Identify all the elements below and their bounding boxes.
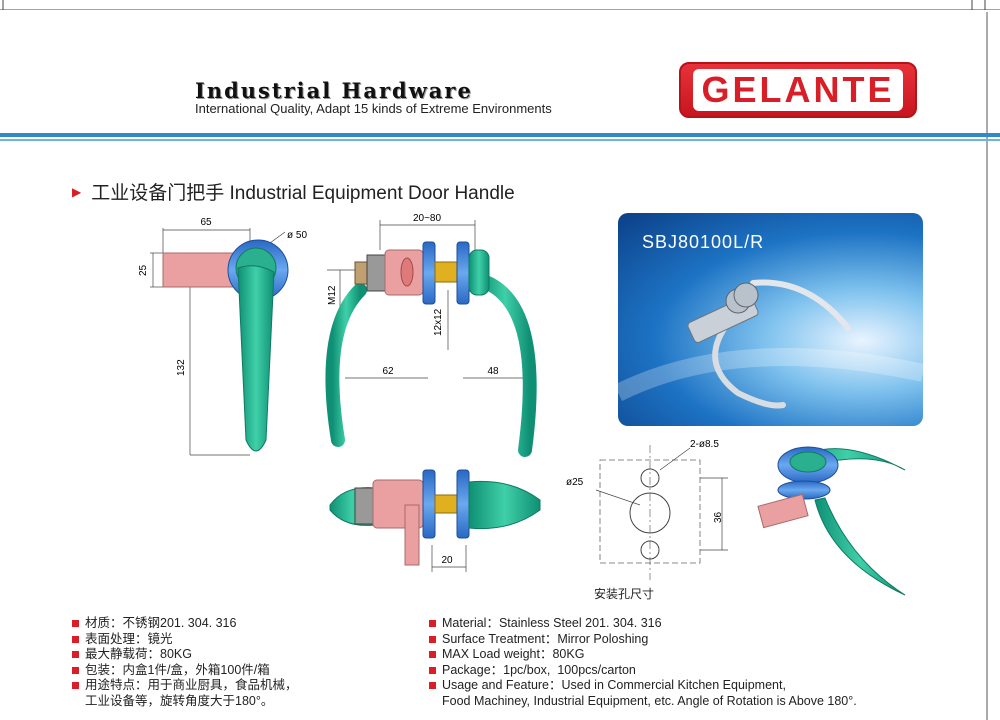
- list-item: 材质：不锈钢201. 304. 316: [72, 616, 298, 632]
- dim-square-label: 12x12: [433, 308, 444, 336]
- header-title: Industrial Hardware: [195, 78, 473, 103]
- dim-offset-label: 20: [441, 555, 453, 566]
- dim-width-label: 65: [200, 217, 212, 228]
- header-rule: [0, 133, 1000, 137]
- list-item: Package：1pc/box, 100pcs/carton: [429, 663, 857, 679]
- header-subtitle: International Quality, Adapt 15 kinds of…: [195, 101, 552, 116]
- list-item: 最大静载荷：80KG: [72, 647, 298, 663]
- mounting-hole-drawing: 2-ø8.5 ø25 36: [566, 439, 728, 580]
- dim-gap-label: 20~80: [413, 213, 442, 224]
- brand-logo: GELANTE: [679, 62, 917, 118]
- crop-line-right: [986, 12, 988, 720]
- dim-right-label: 48: [487, 366, 499, 377]
- red-square-bullet-icon: [72, 666, 79, 674]
- dim-holes-label: 2-ø8.5: [690, 439, 719, 450]
- dim-spacing-label: 36: [713, 511, 724, 523]
- photo-model-label: SBJ80100L/R: [642, 232, 765, 252]
- list-item: Material：Stainless Steel 201. 304. 316: [429, 616, 857, 632]
- list-item: Surface Treatment：Mirror Poloshing: [429, 632, 857, 648]
- list-item: MAX Load weight：80KG: [429, 647, 857, 663]
- red-square-bullet-icon: [429, 682, 436, 690]
- list-item: 包装：内盒1件/盒，外箱100件/箱: [72, 663, 298, 679]
- list-item: 用途特点：用于商业厨具，食品机械， 工业设备等，旋转角度大于180°。: [72, 678, 298, 709]
- dim-center-diameter-label: ø25: [566, 477, 584, 488]
- dim-height-label: 25: [138, 264, 149, 276]
- red-square-bullet-icon: [429, 620, 436, 627]
- bottom-view-drawing: 20: [329, 469, 541, 572]
- section-title-text: 工业设备门把手 Industrial Equipment Door Handle: [91, 183, 515, 204]
- red-square-bullet-icon: [72, 651, 79, 659]
- header-rule-thin: [0, 139, 1000, 141]
- red-square-bullet-icon: [72, 620, 79, 627]
- product-photo: [618, 213, 923, 426]
- handle-3d-render: [757, 446, 906, 596]
- red-square-bullet-icon: [429, 651, 436, 659]
- dim-diameter-label: ø 50: [287, 230, 307, 241]
- section-title: ▶ 工业设备门把手 Industrial Equipment Door Handl…: [72, 178, 515, 205]
- specs-chinese-list: 材质：不锈钢201. 304. 316 表面处理：镜光 最大静载荷：80KG 包…: [72, 616, 298, 710]
- crop-marks: [0, 0, 1000, 10]
- list-item: Usage and Feature：Used in Commercial Kit…: [429, 678, 857, 709]
- red-square-bullet-icon: [72, 635, 79, 643]
- dim-thread-label: M12: [327, 285, 338, 305]
- dim-left-label: 62: [382, 366, 394, 377]
- specs-english-list: Material：Stainless Steel 201. 304. 316 S…: [429, 616, 857, 710]
- handle-photo-illustration: [618, 279, 923, 409]
- mounting-hole-caption: 安装孔尺寸: [594, 587, 655, 601]
- red-square-bullet-icon: [429, 666, 436, 674]
- dim-length-label: 132: [176, 359, 187, 376]
- front-view-drawing: 65 ø 50 25 132: [138, 217, 307, 456]
- list-item: 表面处理：镜光: [72, 632, 298, 648]
- red-square-bullet-icon: [429, 635, 436, 643]
- triangle-bullet-icon: ▶: [72, 185, 82, 199]
- logo-text: GELANTE: [701, 69, 895, 110]
- red-square-bullet-icon: [72, 682, 79, 690]
- side-view-drawing: 20~80 M12 12x12 62 48: [325, 213, 537, 457]
